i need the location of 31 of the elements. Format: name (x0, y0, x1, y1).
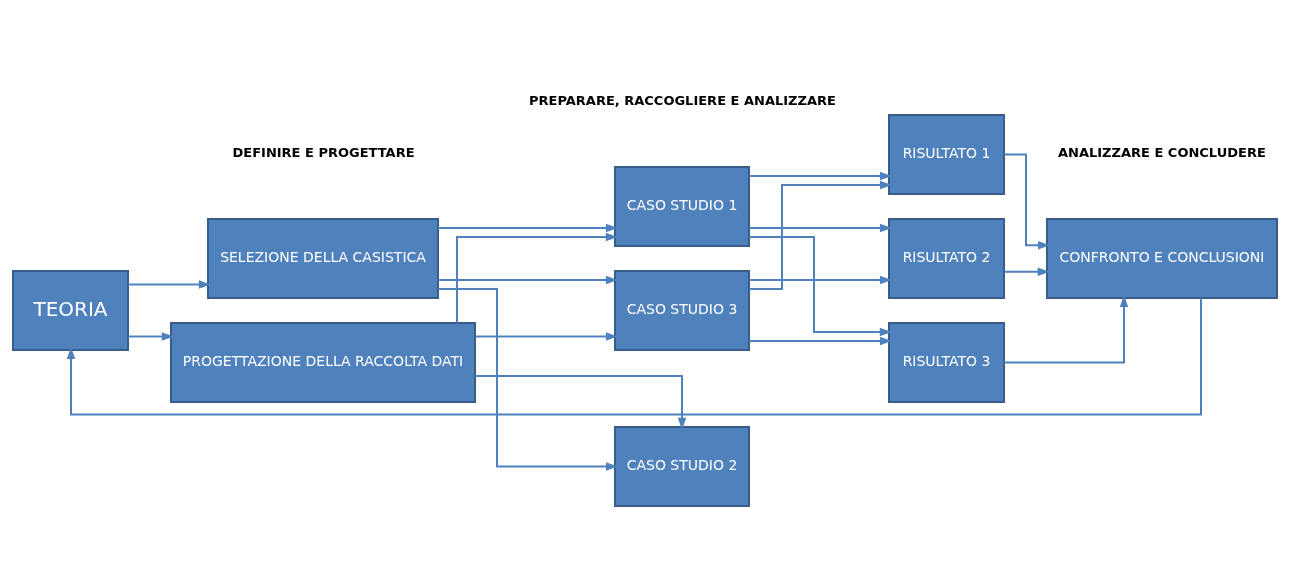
arrow (748, 180, 892, 290)
label: DEFINIRE E PROGETTARE (232, 144, 415, 160)
label: PREPARARE, RACCOGLIERE E ANALIZZARE (529, 92, 836, 108)
arrow (437, 275, 618, 285)
node-box: SELEZIONE DELLA CASISTICA (207, 218, 439, 299)
arrow (1003, 295, 1129, 364)
node-box: CASO STUDIO 1 (614, 166, 750, 247)
arrow (437, 223, 618, 233)
node-box: CASO STUDIO 3 (614, 270, 750, 351)
node-box: CONFRONTO E CONCLUSIONI (1046, 218, 1278, 299)
arrow (66, 297, 1202, 416)
node-box: RISULTATO 3 (888, 322, 1005, 403)
arrow (748, 336, 892, 346)
arrow (456, 232, 618, 324)
arrow (748, 171, 892, 181)
arrow (748, 223, 892, 233)
arrow (1003, 153, 1050, 250)
arrow (437, 288, 618, 471)
node-box: TEORIA (12, 270, 129, 351)
arrow (748, 275, 892, 285)
node-box: PROGETTAZIONE DELLA RACCOLTA DATI (170, 322, 476, 403)
arrow (474, 332, 618, 341)
arrow (127, 280, 211, 289)
node-box: RISULTATO 2 (888, 218, 1005, 299)
arrow (748, 236, 892, 337)
node-box: RISULTATO 1 (888, 114, 1005, 195)
arrow (1003, 267, 1050, 276)
arrow (127, 332, 174, 341)
node-box: CASO STUDIO 2 (614, 426, 750, 507)
label: ANALIZZARE E CONCLUDERE (1058, 144, 1266, 160)
arrow (474, 375, 687, 430)
